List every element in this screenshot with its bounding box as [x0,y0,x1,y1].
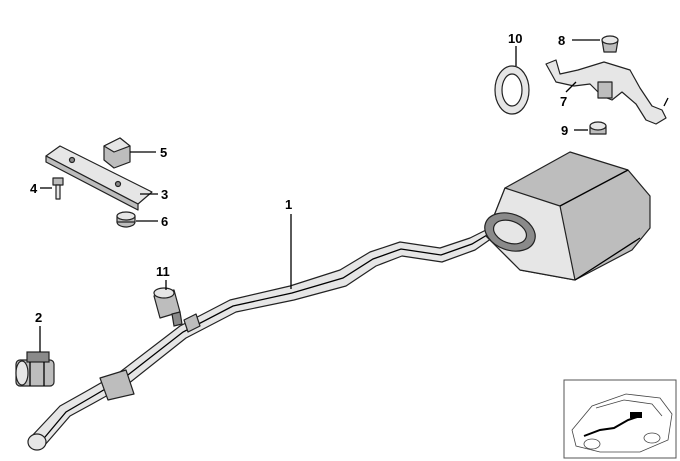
callout-7[interactable]: 7 [560,94,567,109]
part-7-holder-bracket[interactable] [545,59,669,125]
part-10-gasket-ring[interactable] [494,65,530,115]
leader-line-7 [565,81,577,93]
callout-4[interactable]: 4 [30,181,38,196]
callout-5[interactable]: 5 [160,145,167,160]
callout-11[interactable]: 11 [156,264,170,279]
callout-2[interactable]: 2 [35,310,42,325]
part-2-pipe-clamp[interactable] [15,351,55,387]
callout-6[interactable]: 6 [161,214,168,229]
part-6-nut[interactable] [116,211,136,228]
callout-3[interactable]: 3 [161,187,168,202]
part-5-rubber-mount[interactable] [103,137,131,169]
part-11-rubber-mounting[interactable] [153,287,183,327]
callout-1[interactable]: 1 [285,197,292,212]
callout-10[interactable]: 10 [508,31,522,46]
part-1-rear-silencer-assembly[interactable] [27,151,651,451]
callout-9[interactable]: 9 [561,123,568,138]
vehicle-location-thumbnail [563,379,677,459]
part-4-bolt[interactable] [52,177,64,200]
part-9-nut[interactable] [589,121,607,135]
part-3-mounting-plate[interactable] [45,145,153,211]
part-8-rubber-buffer[interactable] [601,35,619,53]
callout-8[interactable]: 8 [558,33,565,48]
